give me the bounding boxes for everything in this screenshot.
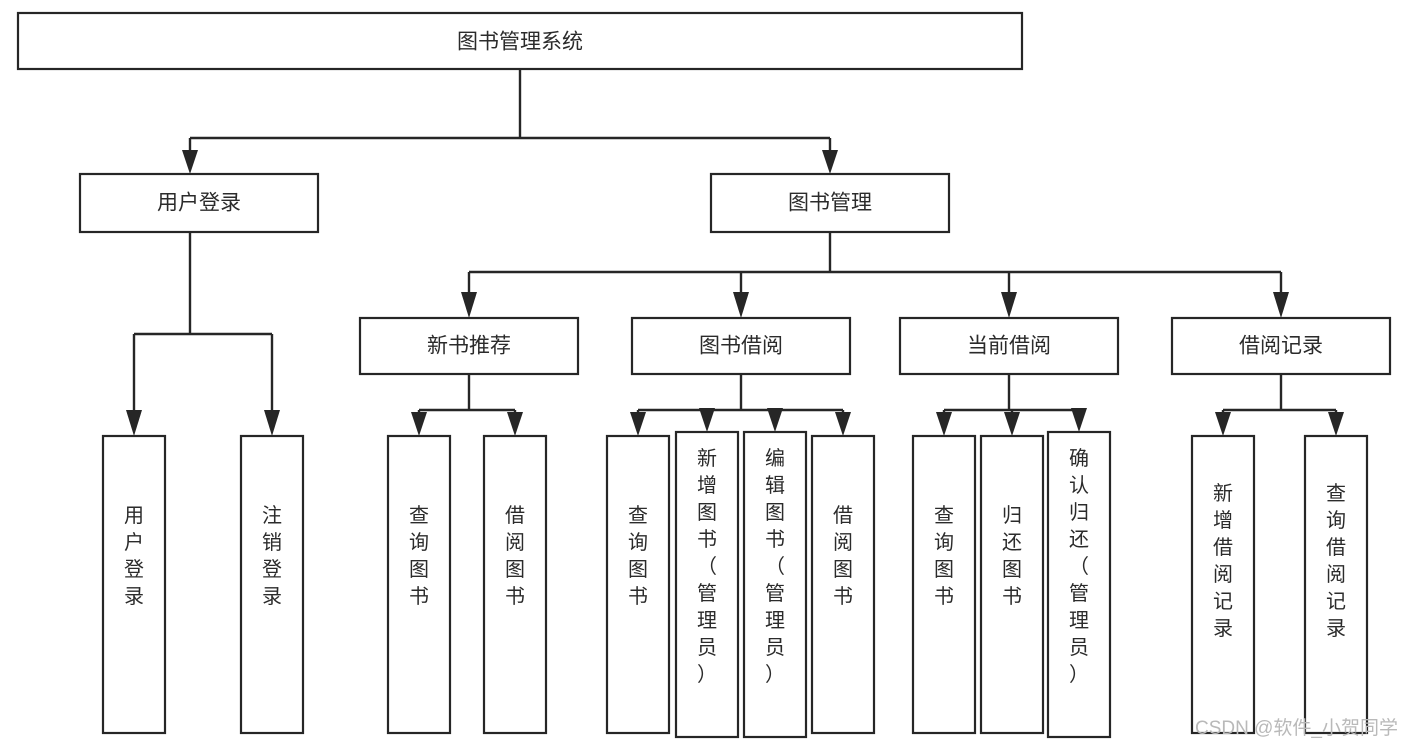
arrowhead-to-leaf-logout bbox=[264, 410, 280, 436]
node-new-book-recommend-box[interactable] bbox=[358, 316, 580, 376]
node-borrow-record-box[interactable] bbox=[1170, 316, 1392, 376]
leaf-logout-box[interactable] bbox=[239, 434, 305, 735]
leaf-logout[interactable]: 注销登录 bbox=[239, 434, 305, 735]
leaf-user-login-box[interactable] bbox=[101, 434, 167, 735]
connector-bookmanage-to-level3 bbox=[467, 232, 1283, 292]
node-book-borrow-box[interactable] bbox=[630, 316, 852, 376]
arrowhead-to-book-borrow bbox=[733, 292, 749, 318]
connector-currentborrow-to-leaves bbox=[942, 374, 1081, 418]
arrowhead-to-borrow-record bbox=[1273, 292, 1289, 318]
arrowhead-to-current-borrow bbox=[1001, 292, 1017, 318]
leaf-query-borrow-record-box[interactable] bbox=[1303, 434, 1369, 735]
arrowhead-to-leaf-confirm-return bbox=[1071, 408, 1087, 432]
node-book-borrow-label: 图书借阅 bbox=[699, 335, 783, 358]
connector-userlogin-to-leaves bbox=[132, 232, 274, 412]
arrowhead-to-user-login bbox=[182, 150, 198, 174]
leaf-query-book-current-box[interactable] bbox=[911, 434, 977, 735]
node-book-management[interactable]: 图书管理 bbox=[709, 172, 951, 234]
leaf-query-book-current[interactable]: 查询图书 bbox=[911, 434, 977, 735]
node-book-borrow[interactable]: 图书借阅 bbox=[630, 316, 852, 376]
leaf-confirm-return-admin-box[interactable] bbox=[1046, 430, 1112, 739]
leaf-query-borrow-record[interactable]: 查询借阅记录 bbox=[1303, 434, 1369, 735]
arrowhead-to-leaf-edit-book bbox=[767, 408, 783, 432]
node-current-borrow[interactable]: 当前借阅 bbox=[898, 316, 1120, 376]
arrowhead-to-leaf-add-book bbox=[699, 408, 715, 432]
leaf-borrow-book-newrec[interactable]: 借阅图书 bbox=[482, 434, 548, 735]
csdn-watermark: CSDN @软件_小贺同学 bbox=[1195, 717, 1398, 739]
connector-layer bbox=[126, 69, 1344, 436]
leaf-borrow-book-newrec-label: 借阅图书 bbox=[505, 504, 525, 608]
leaf-add-book-admin-box[interactable] bbox=[674, 430, 740, 739]
leaf-confirm-return-admin-label: 确认归还（管理员） bbox=[1069, 447, 1089, 686]
node-current-borrow-box[interactable] bbox=[898, 316, 1120, 376]
node-borrow-record-label: 借阅记录 bbox=[1239, 335, 1323, 358]
arrowhead-to-leaf-user-login bbox=[126, 410, 142, 436]
node-borrow-record[interactable]: 借阅记录 bbox=[1170, 316, 1392, 376]
connector-bookborrow-to-leaves bbox=[636, 374, 845, 418]
leaf-add-book-admin-label: 新增图书（管理员） bbox=[697, 447, 717, 686]
leaf-edit-book-admin-box[interactable] bbox=[742, 430, 808, 739]
leaf-user-login[interactable]: 用户登录 bbox=[101, 434, 167, 735]
connector-borrowrecord-to-leaves bbox=[1221, 374, 1338, 418]
leaf-query-book-newrec[interactable]: 查询图书 bbox=[386, 434, 452, 735]
node-book-management-box[interactable] bbox=[709, 172, 951, 234]
leaf-borrow-book-borrow[interactable]: 借阅图书 bbox=[810, 434, 876, 735]
node-root-label: 图书管理系统 bbox=[457, 31, 583, 54]
leaf-confirm-return-admin[interactable]: 确认归还（管理员） bbox=[1046, 430, 1112, 739]
node-user-login-label: 用户登录 bbox=[157, 192, 241, 215]
arrowhead-to-leaf-query-record bbox=[1328, 412, 1344, 436]
arrowhead-to-new-book-rec bbox=[461, 292, 477, 318]
arrowhead-to-book-manage bbox=[822, 150, 838, 174]
node-current-borrow-label: 当前借阅 bbox=[967, 335, 1051, 358]
connector-root-to-level2 bbox=[188, 69, 832, 160]
leaf-edit-book-admin-label: 编辑图书（管理员） bbox=[765, 447, 785, 686]
leaf-return-book[interactable]: 归还图书 bbox=[979, 434, 1045, 735]
node-user-login[interactable]: 用户登录 bbox=[78, 172, 320, 234]
leaf-query-book-newrec-label: 查询图书 bbox=[409, 504, 429, 608]
arrowhead-to-leaf-borrow-book-1 bbox=[507, 412, 523, 436]
arrowhead-to-leaf-add-record bbox=[1215, 412, 1231, 436]
node-user-login-box[interactable] bbox=[78, 172, 320, 234]
node-new-book-recommend-label: 新书推荐 bbox=[427, 335, 511, 358]
arrowhead-to-leaf-return-book bbox=[1004, 412, 1020, 436]
leaf-user-login-label: 用户登录 bbox=[124, 505, 144, 608]
leaf-query-book-current-label: 查询图书 bbox=[934, 504, 954, 608]
leaf-query-book-newrec-box[interactable] bbox=[386, 434, 452, 735]
leaf-borrow-book-borrow-box[interactable] bbox=[810, 434, 876, 735]
leaf-return-book-box[interactable] bbox=[979, 434, 1045, 735]
leaf-logout-label: 注销登录 bbox=[262, 504, 282, 608]
leaf-query-book-borrow-label: 查询图书 bbox=[628, 504, 648, 608]
leaf-add-borrow-record[interactable]: 新增借阅记录 bbox=[1190, 434, 1256, 735]
leaf-add-borrow-record-label: 新增借阅记录 bbox=[1213, 482, 1233, 640]
connector-newbook-to-leaves bbox=[417, 374, 517, 418]
node-root-box[interactable] bbox=[16, 11, 1024, 71]
arrowhead-to-leaf-query-book-3 bbox=[936, 412, 952, 436]
arrowhead-to-leaf-query-book-2 bbox=[630, 412, 646, 436]
arrowhead-to-leaf-query-book-1 bbox=[411, 412, 427, 436]
leaf-query-borrow-record-label: 查询借阅记录 bbox=[1326, 482, 1346, 640]
leaf-borrow-book-newrec-box[interactable] bbox=[482, 434, 548, 735]
node-book-management-label: 图书管理 bbox=[788, 192, 872, 215]
leaf-edit-book-admin[interactable]: 编辑图书（管理员） bbox=[742, 430, 808, 739]
node-root[interactable]: 图书管理系统 bbox=[16, 11, 1024, 71]
leaf-return-book-label: 归还图书 bbox=[1002, 504, 1022, 608]
arrowhead-to-leaf-borrow-book-2 bbox=[835, 412, 851, 436]
leaf-query-book-borrow[interactable]: 查询图书 bbox=[605, 434, 671, 735]
node-new-book-recommend[interactable]: 新书推荐 bbox=[358, 316, 580, 376]
leaf-add-book-admin[interactable]: 新增图书（管理员） bbox=[674, 430, 740, 739]
leaf-query-book-borrow-box[interactable] bbox=[605, 434, 671, 735]
leaf-borrow-book-borrow-label: 借阅图书 bbox=[833, 504, 853, 608]
leaf-add-borrow-record-box[interactable] bbox=[1190, 434, 1256, 735]
